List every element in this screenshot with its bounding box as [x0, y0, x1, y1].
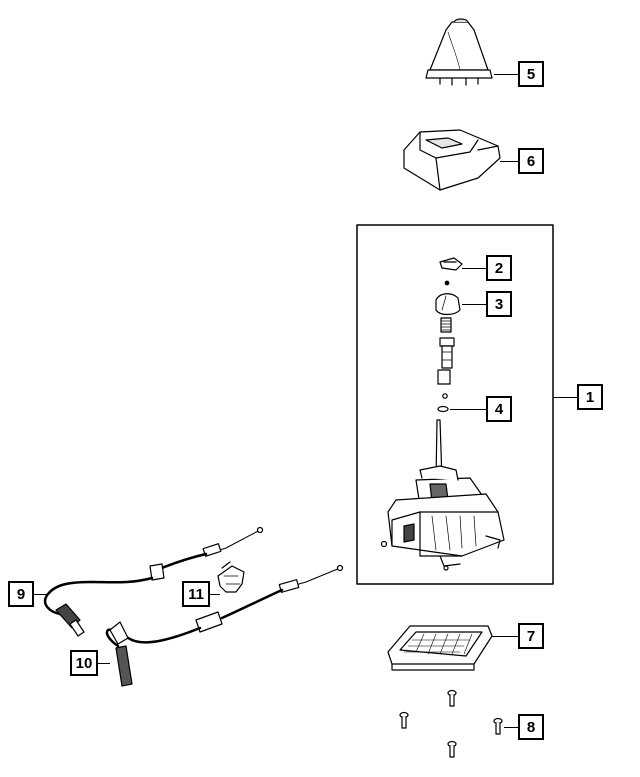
shift-boot-part: [425, 18, 493, 86]
callout-6: 6: [518, 148, 544, 174]
shift-knob-part: [435, 293, 461, 316]
leader-line-4: [450, 409, 486, 410]
callout-1: 1: [577, 384, 603, 410]
screw-parts: [399, 689, 503, 758]
callout-11: 11: [182, 581, 210, 607]
leader-line-2: [462, 268, 486, 269]
leader-line-3: [462, 304, 486, 305]
shift-pad-part: [387, 625, 493, 671]
callout-10: 10: [70, 650, 98, 676]
leader-line-11: [208, 594, 220, 595]
shift-cable-lower-part: [105, 564, 344, 687]
shifter-base-part: [380, 419, 505, 571]
leader-line-5: [494, 74, 518, 75]
shift-cable-upper-part: [43, 526, 264, 637]
knob-cap-part: [439, 257, 463, 286]
callout-2: 2: [486, 255, 512, 281]
leader-line-9: [34, 594, 48, 595]
leader-line-8: [504, 727, 518, 728]
bezel-part: [403, 129, 501, 191]
callout-4: 4: [486, 396, 512, 422]
callout-3: 3: [486, 291, 512, 317]
leader-line-6: [500, 161, 518, 162]
cable-bracket-part: [217, 561, 245, 593]
leader-line-7: [492, 636, 518, 637]
leader-line-1: [553, 397, 577, 398]
shift-lever-stack: [437, 317, 455, 413]
assembly-frame: [356, 224, 554, 585]
leader-line-10: [96, 663, 110, 664]
callout-9: 9: [8, 581, 34, 607]
callout-8: 8: [518, 714, 544, 740]
callout-7: 7: [518, 623, 544, 649]
callout-5: 5: [518, 61, 544, 87]
